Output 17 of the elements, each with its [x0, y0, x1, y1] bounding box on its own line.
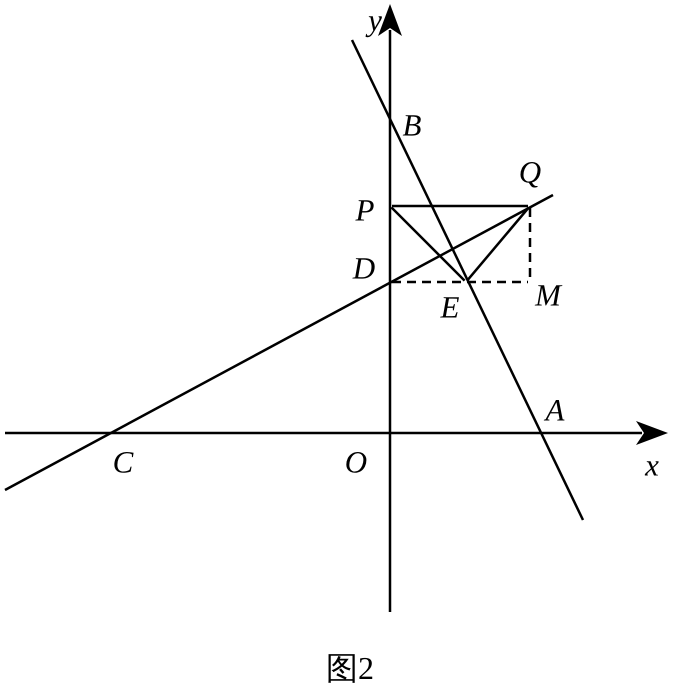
dashed-line: [392, 280, 528, 284]
point-label: D: [352, 252, 376, 284]
axis-label: y: [368, 4, 382, 36]
point-label: Q: [518, 156, 542, 188]
point-label: B: [402, 110, 422, 140]
point-label: O: [344, 446, 368, 478]
point-label: A: [546, 394, 564, 426]
line-segment: [392, 204, 528, 208]
point-label: P: [356, 194, 374, 226]
point-label: E: [440, 292, 460, 322]
line-segment: [390, 206, 466, 282]
dashed-line: [528, 208, 532, 280]
figure-caption: 图2: [326, 652, 374, 684]
point-label: M: [535, 280, 561, 310]
line-segment: [466, 206, 530, 282]
axis-label: x: [645, 450, 659, 480]
point-label: C: [112, 446, 134, 478]
